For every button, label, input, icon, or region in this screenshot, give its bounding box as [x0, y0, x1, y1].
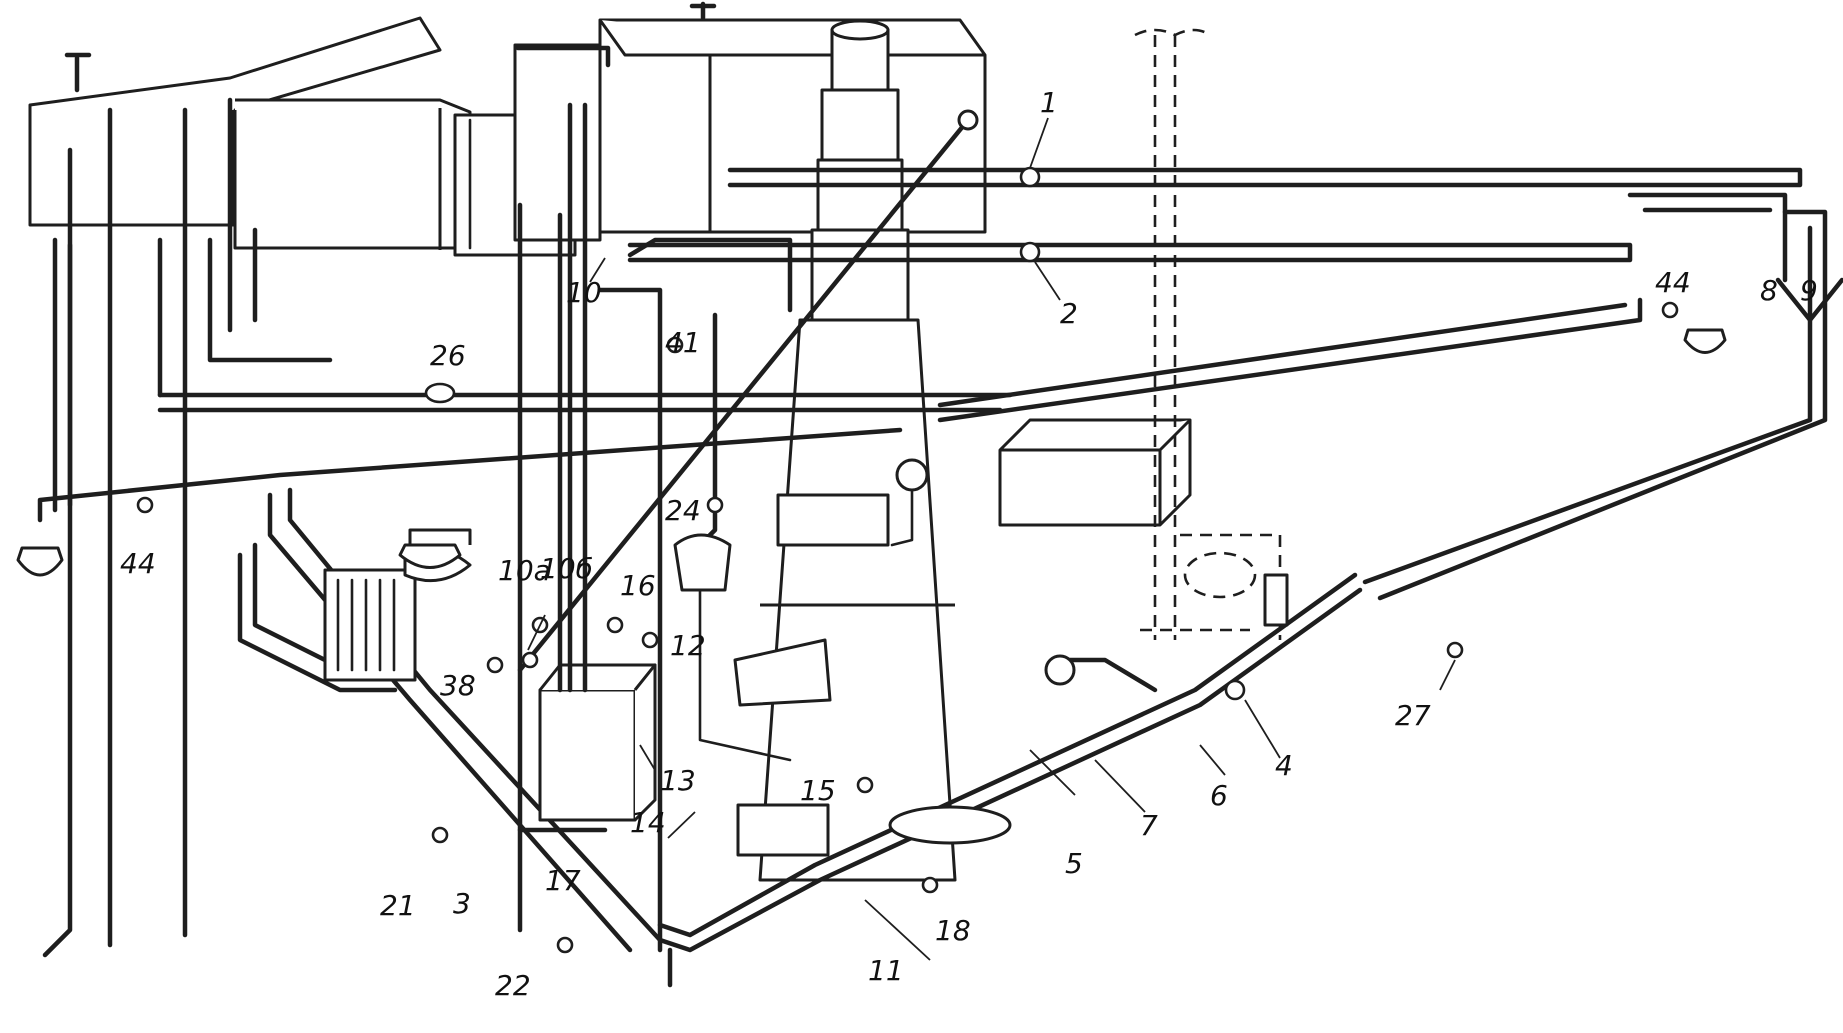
valve-1	[1019, 166, 1041, 188]
right-drain-bucket	[1683, 328, 1727, 354]
valve-4	[1224, 679, 1246, 701]
callout-44-left: 44	[120, 547, 156, 580]
callout-10: 10	[566, 276, 602, 309]
callout-22: 22	[495, 969, 531, 1002]
callout-11: 11	[868, 954, 904, 987]
callout-27: 27	[1395, 699, 1431, 732]
equipment-box	[998, 28, 1289, 640]
valve-15	[856, 776, 874, 794]
callout-26: 26	[430, 339, 466, 372]
valve-44-left	[136, 496, 154, 514]
fittings	[16, 277, 1843, 592]
callout-17: 17	[545, 864, 581, 897]
callout-38: 38	[440, 669, 476, 702]
callout-18: 18	[935, 914, 971, 947]
gauge-line	[517, 109, 979, 762]
callout-10a: 10а	[498, 554, 551, 587]
header-pipes	[157, 167, 1828, 601]
callout-41: 41	[665, 326, 701, 359]
valve-27	[1446, 641, 1464, 659]
callout-5: 5	[1065, 847, 1083, 880]
valves	[136, 166, 1679, 954]
left-drain-bucket	[16, 546, 64, 577]
callout-6: 6	[1210, 779, 1228, 812]
left-drop-pipes	[42, 97, 333, 958]
callout-16: 16	[620, 569, 656, 602]
callout-24: 24	[665, 494, 701, 527]
valve-22	[556, 936, 574, 954]
callout-labels: 1 2 3 4 5 6 7 8 9 10 10а 10б 11 12 13 14…	[120, 86, 1818, 1002]
leader-lines	[527, 117, 1456, 961]
valve-16	[606, 616, 624, 634]
callout-8: 8	[1760, 274, 1778, 307]
valve-26	[424, 382, 456, 404]
callout-4: 4	[1275, 749, 1293, 782]
valve-21	[431, 826, 449, 844]
valve-41	[666, 336, 684, 354]
callout-9: 9	[1800, 274, 1818, 307]
valve-12	[641, 631, 659, 649]
valve-10a	[521, 651, 539, 669]
valve-2	[1019, 241, 1041, 263]
callout-14: 14	[630, 806, 666, 839]
valve-24	[706, 496, 724, 514]
callout-2: 2	[1060, 297, 1078, 330]
valve-44-right	[1661, 301, 1679, 319]
callout-21: 21	[380, 889, 416, 922]
callout-12: 12	[670, 629, 706, 662]
callout-44-right: 44	[1655, 266, 1691, 299]
callout-10b: 10б	[540, 552, 593, 585]
callout-3: 3	[453, 887, 471, 920]
lower-header	[657, 572, 1363, 988]
valve-38	[486, 656, 504, 674]
callout-15: 15	[800, 774, 836, 807]
valve-18	[921, 876, 939, 894]
callout-7: 7	[1140, 809, 1158, 842]
callout-1: 1	[1040, 86, 1058, 119]
callout-13: 13	[660, 764, 696, 797]
